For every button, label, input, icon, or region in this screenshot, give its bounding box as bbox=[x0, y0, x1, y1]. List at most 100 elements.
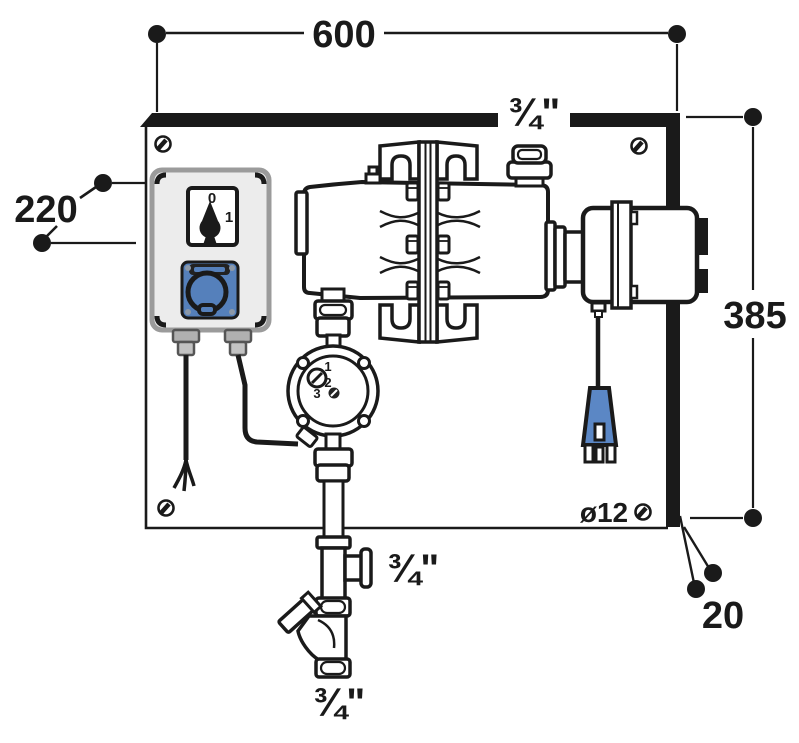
tee-body bbox=[320, 546, 347, 602]
union-detail bbox=[318, 303, 348, 317]
switch-knob-base bbox=[203, 236, 217, 245]
box-corner-accent bbox=[154, 315, 167, 328]
dim-dot-icon bbox=[744, 108, 762, 126]
power-switch[interactable]: 0 1 bbox=[186, 186, 239, 247]
bracket-bottom-left bbox=[378, 303, 421, 344]
box-corner-accent bbox=[254, 315, 267, 328]
pump-speed-dial[interactable]: 1 2 3 bbox=[306, 359, 340, 401]
screw-slot-icon bbox=[632, 140, 644, 153]
bracket-top-right bbox=[435, 140, 479, 181]
union-fitting-top bbox=[506, 144, 553, 188]
union-cap-detail bbox=[516, 148, 543, 161]
screw-slot-icon bbox=[156, 138, 168, 151]
bracket-top-left bbox=[378, 140, 421, 181]
socket-lid-inner bbox=[194, 267, 225, 272]
gland-right-icon bbox=[223, 328, 253, 344]
branch-flange bbox=[359, 547, 373, 589]
band-step bbox=[629, 210, 639, 226]
gland-left-icon bbox=[171, 328, 201, 344]
cable-glands bbox=[171, 328, 253, 357]
socket-screw-icon bbox=[185, 265, 191, 271]
valve-body-curve bbox=[317, 618, 336, 649]
panel-screws bbox=[154, 135, 652, 521]
dimension-220: 220 bbox=[14, 174, 146, 252]
flange-bolt-icon bbox=[357, 414, 371, 428]
panel-height-label: 385 bbox=[723, 295, 786, 337]
spring-fins bbox=[379, 209, 481, 275]
terminal-tab-bottom bbox=[697, 269, 708, 293]
switch-off-label: 0 bbox=[208, 190, 216, 207]
bottom-union-hex-lower bbox=[315, 463, 351, 483]
exchanger-left-cap bbox=[294, 190, 309, 256]
plug-prong-icon bbox=[594, 445, 605, 464]
flange-bolt-icon bbox=[357, 356, 371, 370]
gland-right-collar bbox=[228, 340, 248, 357]
dial-slot bbox=[310, 371, 324, 385]
power-plug bbox=[580, 386, 619, 464]
flange-bolt-icon bbox=[296, 356, 310, 370]
cable-right bbox=[235, 354, 299, 447]
control-box: 0 1 bbox=[149, 167, 299, 492]
dim-dot-icon bbox=[687, 580, 705, 598]
dim-dot-icon bbox=[744, 509, 762, 527]
motor-body bbox=[580, 205, 700, 305]
screw-slot-icon bbox=[636, 506, 648, 519]
hole-diameter-label: ø12 bbox=[580, 497, 628, 528]
speed-2-label: 2 bbox=[324, 375, 331, 390]
power-socket[interactable] bbox=[180, 260, 240, 320]
gland-left-collar bbox=[176, 340, 196, 357]
supply-voltage-label: 220 bbox=[14, 189, 77, 231]
switch-on-label: 1 bbox=[225, 209, 233, 226]
motor-clamp-band bbox=[610, 200, 633, 310]
pump-cable-connector bbox=[295, 426, 319, 448]
pipe-size-labels: ¾" ¾" ¾" bbox=[313, 91, 570, 725]
drain-valve[interactable] bbox=[277, 590, 352, 679]
bracket-bottom-right bbox=[435, 303, 479, 344]
plug-prong-icon bbox=[583, 443, 595, 464]
terminal-tab-top bbox=[697, 218, 708, 255]
dimension-20: 20 bbox=[678, 515, 744, 637]
dim-dot-icon bbox=[148, 25, 166, 43]
dial-small-slot bbox=[330, 389, 338, 397]
pipe-size-label-top: ¾" bbox=[508, 91, 560, 135]
dim-dot-icon bbox=[33, 234, 51, 252]
motor-gland-icon bbox=[590, 301, 607, 313]
union-detail bbox=[319, 660, 347, 676]
dimension-385: 385 bbox=[686, 108, 787, 527]
socket-screw-icon bbox=[185, 309, 191, 315]
speed-3-label: 3 bbox=[313, 386, 320, 401]
pump-bottom-neck bbox=[324, 432, 342, 451]
motor-gland-collar bbox=[594, 310, 603, 318]
pipe-size-label-bottom: ¾" bbox=[313, 681, 365, 725]
vent-bolt-flange bbox=[364, 172, 382, 185]
valve-handle[interactable] bbox=[277, 590, 324, 634]
heat-exchanger bbox=[294, 140, 585, 344]
mounting-panel bbox=[140, 113, 680, 530]
plug-window bbox=[593, 422, 606, 442]
box-corner-accent bbox=[254, 172, 267, 185]
coupling-stack bbox=[544, 220, 585, 292]
screw-slot-icon bbox=[159, 502, 171, 515]
pump-union-hex-lower bbox=[315, 316, 351, 338]
dim-dot-icon bbox=[668, 25, 686, 43]
dimension-600: 600 bbox=[148, 14, 686, 112]
motor bbox=[580, 200, 708, 464]
cable-left-frayed-end bbox=[172, 459, 196, 492]
speed-1-label: 1 bbox=[324, 359, 331, 374]
switch-knob-icon[interactable] bbox=[199, 201, 221, 239]
down-pipe bbox=[322, 479, 345, 540]
pipe-size-label-branch: ¾" bbox=[387, 547, 439, 591]
panel-width-label: 600 bbox=[312, 14, 375, 56]
box-corner-accent bbox=[154, 172, 167, 185]
band-step bbox=[629, 284, 639, 300]
plug-prong-icon bbox=[605, 443, 617, 464]
circulation-pump-assembly: 1 2 3 bbox=[277, 287, 380, 679]
dim-dot-icon bbox=[94, 174, 112, 192]
flange-bolt-icon bbox=[296, 414, 310, 428]
center-plate bbox=[417, 140, 439, 344]
socket-screw-icon bbox=[229, 309, 235, 315]
panel-thickness-label: 20 bbox=[702, 595, 744, 637]
socket-screw-icon bbox=[229, 265, 235, 271]
